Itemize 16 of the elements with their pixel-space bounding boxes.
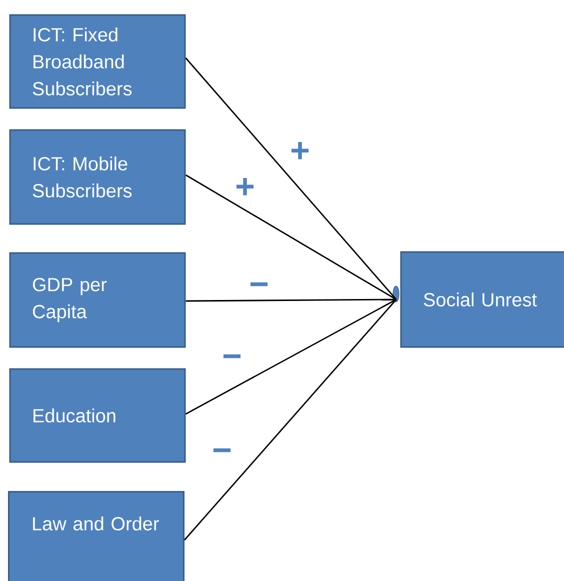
sign-label: + <box>292 142 309 160</box>
process-box: Social Unrest <box>400 251 564 348</box>
sign-label: − <box>250 282 268 286</box>
connector-line <box>186 298 396 302</box>
process-box: Education <box>9 368 186 463</box>
sign-label: − <box>213 448 231 452</box>
process-box: ICT: Mobile Subscribers <box>9 129 186 225</box>
connector-line <box>185 298 397 415</box>
connector-line <box>185 174 397 300</box>
sign-label: + <box>236 178 254 196</box>
process-box: GDP per Capita <box>9 252 186 348</box>
process-box: ICT: Fixed Broadband Subscribers <box>9 14 186 109</box>
connector-line <box>184 299 397 540</box>
connector-line <box>185 58 397 300</box>
process-box: Law and Order <box>8 491 184 581</box>
sign-label: − <box>223 354 241 358</box>
